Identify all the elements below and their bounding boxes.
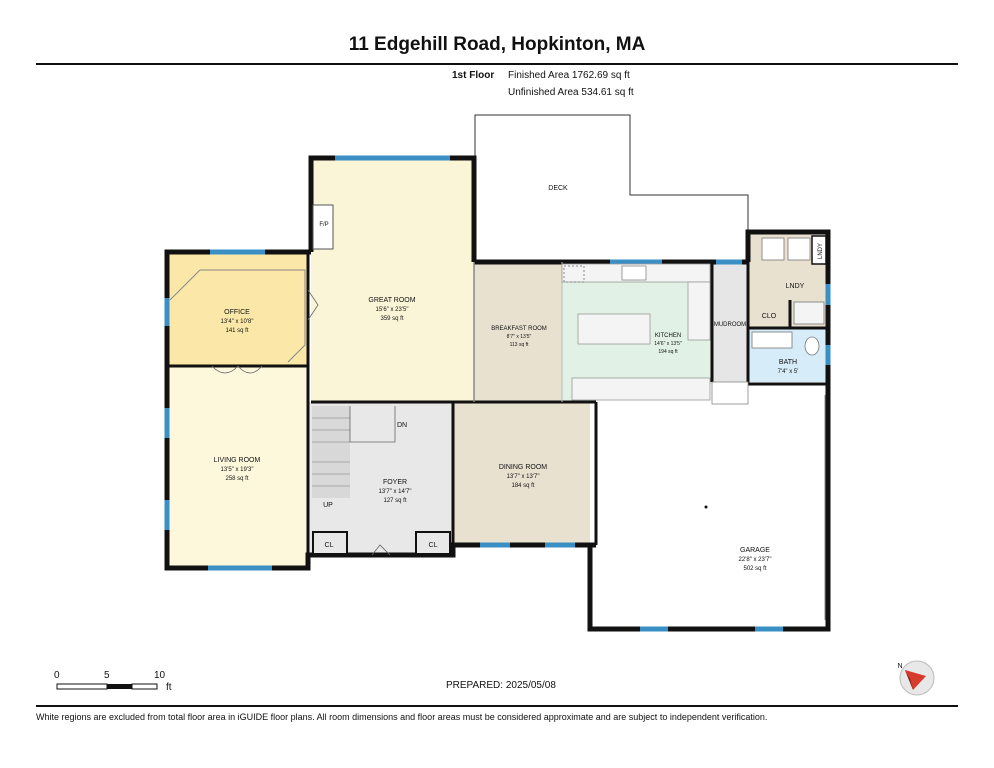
- floor-label: 1st Floor: [452, 70, 495, 81]
- living-room-dims: 13'5" x 19'3": [221, 467, 254, 473]
- kitchen-counter-south: [571, 377, 711, 401]
- stairs-up-label: UP: [323, 502, 333, 509]
- footer-rule: [36, 705, 958, 707]
- finished-area: Finished Area 1762.69 sq ft: [508, 70, 630, 81]
- dryer: [787, 237, 811, 261]
- office-great-door: [307, 289, 319, 321]
- fireplace-label: F/P: [319, 222, 328, 228]
- breakfast-room: [474, 262, 562, 402]
- toilet: [804, 336, 820, 356]
- prepared-date: PREPARED: 2025/05/08: [446, 680, 556, 691]
- scale-bar: [56, 683, 158, 690]
- scale-unit: ft: [166, 682, 172, 693]
- exterior-wall-laundry: [745, 229, 831, 384]
- deck-outline: [474, 114, 749, 262]
- closet-left-label: CL: [325, 542, 334, 549]
- garage-dims: 22'8" x 23'7": [739, 557, 772, 563]
- header-rule: [36, 63, 958, 65]
- mudroom: [712, 262, 748, 382]
- office-name: OFFICE: [224, 309, 250, 316]
- clo-name: CLO: [762, 313, 777, 320]
- lndy-closet-label: LNDY: [818, 243, 824, 259]
- garage-center-mark: [704, 505, 708, 509]
- great-room-name: GREAT ROOM: [368, 297, 415, 304]
- kitchen-counter-east: [687, 281, 711, 341]
- fireplace: [312, 204, 334, 250]
- office-area: 141 sq ft: [225, 328, 248, 334]
- mudroom-name: MUDROOM: [714, 322, 746, 328]
- scale-label-0: 0: [54, 670, 60, 681]
- closet-left: [312, 531, 348, 555]
- foyer-area: 127 sq ft: [383, 498, 406, 504]
- bath-dims: 7'4" x 5': [778, 369, 799, 375]
- living-room-name: LIVING ROOM: [214, 457, 261, 464]
- breakfast-room-dims: 8'7" x 13'5": [507, 334, 532, 340]
- compass-icon: N: [897, 660, 935, 696]
- kitchen-name: KITCHEN: [655, 333, 681, 339]
- breakfast-room-area: 113 sq ft: [510, 342, 529, 348]
- lndy-closet: [811, 235, 827, 265]
- fridge: [563, 265, 585, 283]
- kitchen-sink: [621, 265, 647, 281]
- breakfast-room-name: BREAKFAST ROOM: [491, 326, 547, 332]
- compass-n-label: N: [897, 663, 902, 670]
- laundry-name: LNDY: [786, 283, 805, 290]
- living-room-area: 258 sq ft: [225, 476, 248, 482]
- dining-room-name: DINING ROOM: [499, 464, 547, 471]
- great-room-area: 359 sq ft: [380, 316, 403, 322]
- foyer-dims: 13'7" x 14'7": [379, 489, 412, 495]
- kitchen-area: 194 sq ft: [658, 349, 678, 355]
- office-dims: 13'4" x 10'8": [221, 319, 254, 325]
- stair-rail: [349, 406, 396, 443]
- office-double-door: [211, 365, 263, 374]
- deck-label: DECK: [548, 185, 568, 192]
- stairs-down-label: DN: [397, 422, 407, 429]
- laundry-sink: [793, 301, 825, 325]
- office: [167, 252, 308, 366]
- great-room-dims: 15'6" x 23'5": [376, 307, 409, 313]
- living-room: [167, 366, 308, 568]
- dining-room-area: 184 sq ft: [511, 483, 534, 489]
- kitchen-dims: 14'6" x 13'5": [654, 341, 682, 347]
- great-room: [311, 158, 474, 402]
- washer: [761, 237, 785, 261]
- front-door: [371, 544, 391, 556]
- scale-label-10: 10: [154, 670, 166, 681]
- garage-steps: [711, 381, 749, 405]
- closet-right-label: CL: [429, 542, 438, 549]
- bath-name: BATH: [779, 359, 797, 366]
- disclaimer: White regions are excluded from total fl…: [36, 712, 768, 722]
- dining-room: [453, 402, 596, 545]
- dining-room-dims: 13'7" x 13'7": [507, 474, 540, 480]
- office-corner: [169, 269, 201, 301]
- kitchen-island: [577, 313, 651, 345]
- foyer-name: FOYER: [383, 479, 407, 486]
- unfinished-area: Unfinished Area 534.61 sq ft: [508, 87, 634, 98]
- page-title: 11 Edgehill Road, Hopkinton, MA: [348, 34, 646, 55]
- exterior-wall-garage: [587, 384, 831, 632]
- scale-label-5: 5: [104, 670, 110, 681]
- garage: [590, 384, 828, 629]
- garage-area: 502 sq ft: [743, 566, 766, 572]
- office-angled-wall: [200, 269, 306, 363]
- stairs: [312, 406, 350, 498]
- bath-vanity: [751, 331, 793, 349]
- garage-name: GARAGE: [740, 547, 770, 554]
- closet-right: [415, 531, 451, 555]
